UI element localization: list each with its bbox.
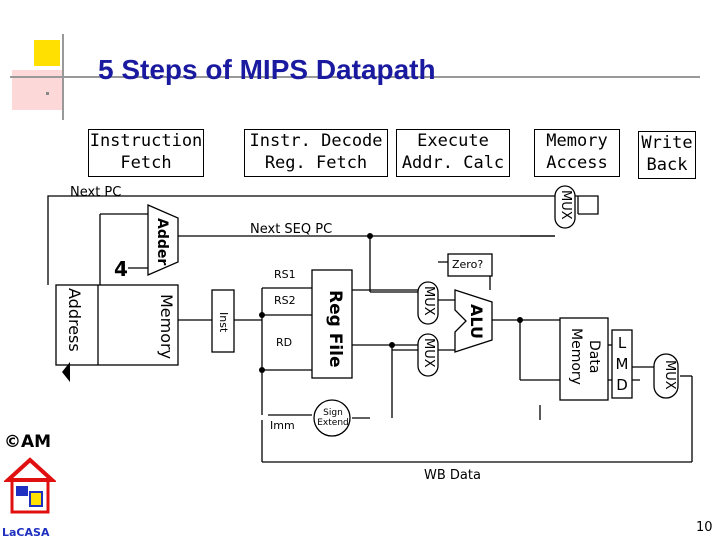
stage-line1: Instruction	[89, 131, 203, 151]
address-label: Address	[65, 288, 84, 352]
stage-line2: Fetch	[120, 153, 172, 173]
page-number: 10	[696, 520, 713, 535]
data-memory-label-2: Memory	[568, 328, 584, 385]
stage-line1: Write	[641, 133, 693, 153]
data-memory-box	[559, 317, 609, 401]
stage-line2: Reg. Fetch	[264, 153, 368, 173]
stage-line1: Memory	[546, 131, 608, 151]
address-arrow	[62, 362, 70, 382]
mux-b-label: MUX	[421, 338, 436, 368]
lmd-d: D	[616, 376, 628, 394]
inst-register-box	[211, 289, 235, 353]
stage-line2: Addr. Calc	[401, 153, 505, 173]
decor-square-yellow	[34, 40, 60, 66]
junction-dot	[367, 233, 373, 239]
decor-dot	[46, 92, 49, 95]
mux-pc-box	[554, 185, 576, 229]
stage-decode: Instr. Decode Reg. Fetch	[244, 129, 388, 177]
mux-wb-label: MUX	[662, 360, 677, 390]
lmd-register-box	[611, 329, 633, 399]
wb-data-label: WB Data	[424, 468, 481, 483]
junction-dot	[517, 317, 523, 323]
four-label: 4	[114, 257, 128, 281]
mux-a-box	[417, 281, 439, 325]
sign-extend-line2: Extend	[317, 418, 349, 428]
sign-extend-label: Sign Extend	[316, 408, 350, 428]
rd-label: RD	[276, 336, 293, 349]
mux-pc-label: MUX	[558, 190, 573, 220]
junction-dot	[259, 312, 265, 318]
stage-line2: Access	[546, 153, 608, 173]
rs1-label: RS1	[274, 268, 296, 281]
memory-label: Memory	[157, 294, 176, 360]
decor-hline	[10, 76, 700, 78]
stage-memory-access: Memory Access	[534, 129, 620, 177]
sign-extend-shape	[313, 399, 351, 437]
stage-write-back: Write Back	[638, 131, 696, 179]
next-seq-pc-label: Next SEQ PC	[250, 222, 333, 237]
lmd-m: M	[615, 355, 629, 373]
reg-file-label: Reg File	[325, 290, 345, 368]
lacasa-text: LaCASA	[2, 526, 50, 539]
mux-b-box	[417, 333, 439, 377]
lacasa-logo	[4, 456, 56, 528]
stage-instruction-fetch: Instruction Fetch	[88, 129, 204, 177]
mux-a-label: MUX	[421, 286, 436, 316]
data-memory-label-1: Data	[586, 340, 602, 374]
adder-shape	[147, 204, 179, 276]
alu-shape	[454, 289, 493, 353]
zero-box	[447, 253, 493, 277]
instruction-memory-box	[55, 284, 179, 366]
imm-label: Imm	[270, 419, 295, 432]
stage-line1: Instr. Decode	[249, 131, 383, 151]
slide-title: 5 Steps of MIPS Datapath	[98, 54, 436, 85]
lmd-l: L	[617, 334, 627, 352]
house-icon	[4, 457, 56, 514]
junction-dot	[259, 367, 265, 373]
copyright-label: ©AM	[4, 432, 52, 452]
zero-label: Zero?	[452, 258, 484, 271]
stage-line1: Execute	[417, 131, 489, 151]
next-pc-label: Next PC	[70, 185, 122, 200]
reg-file-box	[311, 269, 353, 379]
rs2-label: RS2	[274, 294, 296, 307]
sign-extend-line1: Sign	[323, 408, 343, 418]
stage-line2: Back	[646, 155, 688, 175]
alu-label: ALU	[467, 304, 486, 339]
inst-label: Inst	[217, 312, 230, 333]
mux-wb-box	[653, 353, 679, 399]
adder-label: Adder	[154, 218, 170, 266]
junction-dot	[389, 342, 395, 348]
stage-execute: Execute Addr. Calc	[396, 129, 510, 177]
next-pc-wire	[47, 195, 599, 215]
lmd-label: L M D	[614, 333, 630, 396]
